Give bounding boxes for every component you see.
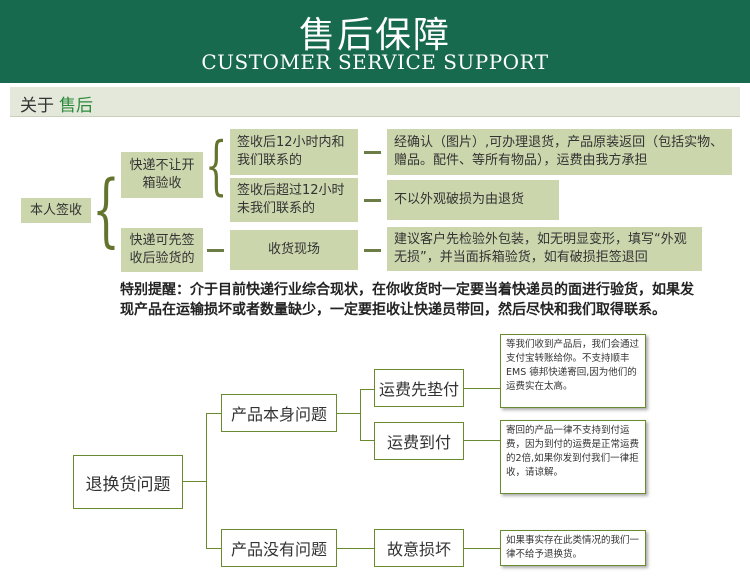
flow-lower-connector (206, 548, 221, 549)
flow-problem-connector (337, 413, 360, 414)
flow-upper-connector (206, 413, 221, 414)
section-title-highlight: 售后 (59, 96, 93, 116)
flow-root-box: 退换货问题 (73, 455, 183, 509)
sub2-box: 签收后超过12小时未我们联系的 (230, 178, 358, 222)
flow-prepaid-connector (360, 389, 374, 390)
flow-deliberate-note-connector (464, 548, 500, 549)
branch-brace: { (205, 129, 228, 203)
root-brace: { (92, 163, 120, 256)
flow-cod-box: 运费到付 (374, 422, 464, 460)
inspect-sub-box: 收货现场 (230, 230, 358, 270)
cod-note: 寄回的产品一律不支持到付运费，因为到付的运费是正常运费的2倍,如果你发到付我们一… (500, 420, 646, 494)
sub2-result-box: 不以外观破损为由退货 (387, 180, 559, 220)
tree-root-box: 本人签收 (21, 198, 91, 223)
section-bar (10, 87, 740, 117)
branch-inspect-box: 快递可先签收后验货的 (121, 228, 203, 272)
sub1-result-box: 经确认（图片）,可办理退货，产品原装返回（包括实物、赠品。配件、等所有物品），运… (387, 129, 732, 175)
page-subtitle: CUSTOMER SERVICE SUPPORT (201, 50, 549, 74)
header-banner (0, 0, 750, 83)
deliberate-note: 如果事实存在此类情况的我们一律不给予退换货。 (500, 530, 646, 566)
flow-prepaid-box: 运费先垫付 (374, 369, 464, 407)
flow-root-vertical (206, 413, 207, 549)
inspect-result-box: 建议客户先检验外包装，如无明显变形，填写“外观无损”，并当面拆箱验货，如有破损拒… (387, 227, 702, 271)
flow-cod-connector (360, 440, 374, 441)
sub1-connector (364, 151, 381, 154)
prepaid-note: 等我们收到产品后，我们会通过支付宝转账给你。不支持顺丰 EMS 德邦快递寄回,因… (500, 334, 646, 408)
flow-problem-vertical (360, 389, 361, 441)
sub1-box: 签收后12小时内和我们联系的 (230, 129, 358, 175)
section-title-prefix: 关于 (20, 96, 54, 116)
flow-cod-note-connector (464, 440, 500, 441)
flow-no-problem-connector (337, 548, 374, 549)
flow-deliberate-box: 故意损坏 (374, 529, 464, 567)
branch-unpacked-box: 快递不让开箱验收 (121, 152, 203, 198)
flow-prepaid-note-connector (464, 388, 500, 389)
flow-product-problem-box: 产品本身问题 (221, 394, 337, 432)
flow-no-problem-box: 产品没有问题 (221, 529, 337, 567)
inspect-connector (207, 249, 224, 252)
inspect-result-connector (364, 249, 381, 252)
special-notice: 特别提醒：介于目前快递行业综合现状，在你收货时一定要当着快递员的面进行验货，如果… (120, 282, 694, 318)
sub2-connector (364, 199, 381, 202)
flow-root-connector (183, 481, 206, 482)
page-title: 售后保障 (298, 15, 451, 56)
